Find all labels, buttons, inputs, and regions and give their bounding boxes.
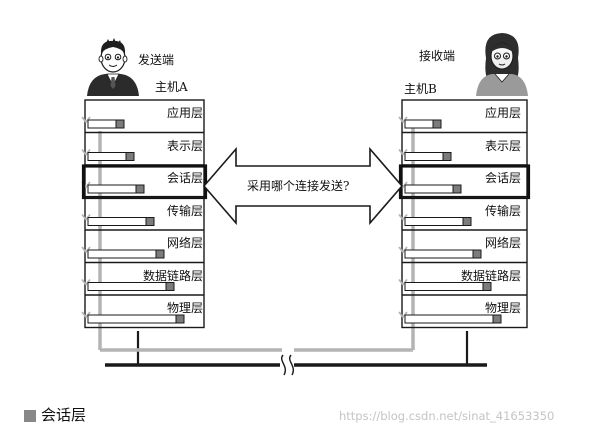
arrow-question-text: 采用哪个连接发送? (247, 179, 350, 193)
host-a-flow-arrow (81, 246, 91, 254)
host-b-header-block (482, 282, 492, 291)
sender-role-label: 发送端 (138, 53, 175, 67)
host-b-flow-arrow (398, 213, 408, 221)
host-a-header-block (125, 152, 135, 161)
host-a-flow-arrow (81, 311, 91, 319)
host-a-layer-label: 会话层 (166, 171, 203, 185)
host-b-header-block (492, 314, 502, 324)
host-b-layer-label: 应用层 (484, 106, 521, 120)
square-bullet-icon (24, 410, 36, 422)
host-b-data-unit-bar (404, 249, 482, 259)
host-a-flow-arrow (81, 213, 91, 221)
host-a-layer-label: 物理层 (166, 301, 203, 315)
host-a-header-block (165, 282, 175, 291)
host-b-layer-label: 传输层 (484, 203, 521, 218)
host-b-flow-arrow (398, 116, 408, 124)
host-b-data-unit-bar (404, 217, 472, 226)
caption-title: 会话层 (41, 406, 87, 424)
host-a-header-block (135, 184, 145, 194)
person-male-icon (87, 38, 139, 96)
host-b-layer-label: 网络层 (484, 236, 521, 250)
host-b-header-block (472, 249, 482, 259)
host-b-flow-arrow (398, 148, 408, 156)
host-b-layer-label: 数据链路层 (460, 268, 521, 283)
network-cable (105, 331, 487, 376)
watermark-text: https://blog.csdn.net/sinat_41653350 (339, 409, 555, 423)
host-b-header-block (462, 217, 472, 226)
host-b-stack-frame (401, 99, 528, 329)
host-b-header-block (442, 152, 452, 161)
host-a-layer-label: 表示层 (166, 138, 203, 153)
sender-host-label: 主机A (155, 80, 188, 94)
host-a-data-unit-bar (87, 314, 185, 324)
host-b-flow-arrow (398, 311, 408, 319)
host-a-flow-arrow (81, 278, 91, 286)
host-b-flow-arrow (398, 246, 408, 254)
receiver-role-label: 接收端 (419, 49, 456, 63)
host-a-layer-label: 网络层 (166, 236, 203, 250)
host-a-header-block (115, 119, 125, 129)
host-a-header-block (145, 217, 155, 226)
host-b-data-unit-bar (404, 282, 492, 291)
host-a-stack-frame (84, 99, 205, 329)
host-a-layer-label: 应用层 (166, 106, 203, 120)
host-b-layer-label: 会话层 (484, 171, 521, 185)
host-a-layer-label: 数据链路层 (142, 268, 203, 283)
host-b-flow-arrow (398, 278, 408, 286)
host-a-stack (81, 99, 208, 329)
receiver-host-label: 主机B (404, 82, 437, 96)
host-a-flow-arrow (81, 116, 91, 124)
host-b-header-block (452, 184, 462, 194)
person-female-icon (476, 33, 528, 96)
host-a-header-block (175, 314, 185, 324)
host-a-data-unit-bar (87, 217, 155, 226)
host-a-data-unit-bar (87, 249, 165, 259)
host-b-data-unit-bar (404, 314, 502, 324)
host-a-data-unit-bar (87, 282, 175, 291)
host-b-layer-label: 表示层 (484, 138, 521, 153)
host-b-stack (398, 99, 531, 329)
host-b-header-block (432, 119, 442, 129)
host-a-layer-label: 传输层 (166, 203, 203, 218)
host-b-layer-label: 物理层 (484, 301, 521, 315)
double-arrow (202, 146, 404, 226)
host-a-flow-arrow (81, 148, 91, 156)
host-a-header-block (155, 249, 165, 259)
